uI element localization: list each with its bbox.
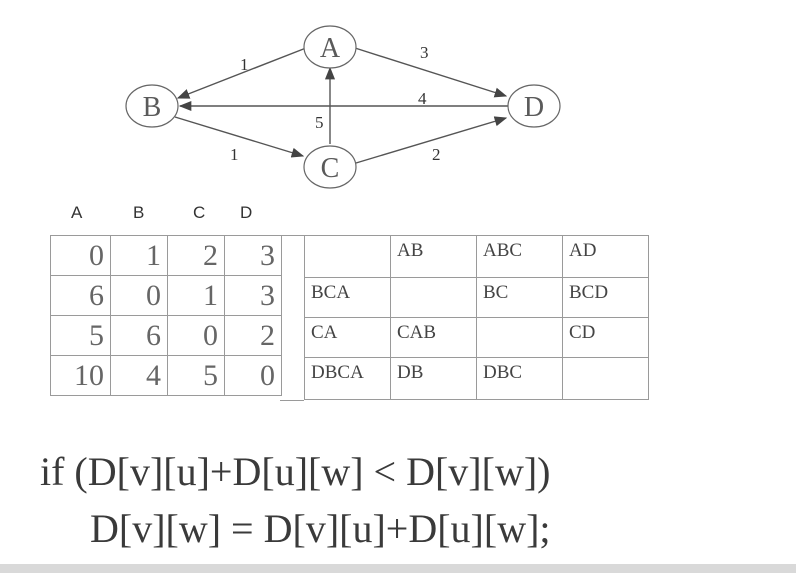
- path-cell: BC: [476, 277, 563, 318]
- column-header-b: B: [133, 203, 145, 222]
- table-row: AB ABC AD: [304, 235, 649, 278]
- distance-matrix: 0 1 2 3 6 0 1 3 5 6 0 2 10 4 5 0: [50, 235, 282, 396]
- distance-column-headers: A B C D: [60, 203, 300, 227]
- column-header-a: A: [71, 203, 83, 222]
- node-c: C: [303, 145, 357, 189]
- edge-weight-a-b: 1: [240, 55, 249, 74]
- distance-cell: 1: [110, 235, 168, 276]
- edge-weight-c-d: 2: [432, 145, 441, 164]
- edge-weight-a-d: 3: [420, 43, 429, 62]
- edge-b-c: [174, 116, 305, 158]
- distance-cell: 10: [50, 355, 111, 396]
- path-cell: CA: [304, 317, 391, 358]
- path-cell: AB: [390, 235, 477, 278]
- distance-cell: 3: [224, 235, 282, 276]
- table-row: 5 6 0 2: [50, 315, 282, 356]
- distance-cell: 4: [110, 355, 168, 396]
- edge-a-d: [354, 47, 508, 98]
- column-header-c: C: [193, 203, 206, 222]
- table-row: DBCA DB DBC: [304, 357, 649, 400]
- edge-c-d: [355, 116, 508, 164]
- table-row: 0 1 2 3: [50, 235, 282, 276]
- distance-cell: 2: [167, 235, 225, 276]
- distance-cell: 1: [167, 275, 225, 316]
- table-row: 6 0 1 3: [50, 275, 282, 316]
- distance-cell: 6: [110, 315, 168, 356]
- bottom-bar: [0, 564, 796, 573]
- distance-cell: 0: [110, 275, 168, 316]
- path-cell: BCA: [304, 277, 391, 318]
- distance-cell: 5: [167, 355, 225, 396]
- distance-cell: 6: [50, 275, 111, 316]
- distance-cell: 3: [224, 275, 282, 316]
- distance-cell: 5: [50, 315, 111, 356]
- path-cell: [304, 235, 391, 278]
- column-header-d: D: [240, 203, 253, 222]
- path-cell: AD: [562, 235, 649, 278]
- path-cell: DB: [390, 357, 477, 400]
- node-a: A: [303, 25, 357, 69]
- path-matrix: AB ABC AD BCA BC BCD CA CAB CD DBCA DB D…: [304, 235, 649, 400]
- svg-text:C: C: [321, 153, 340, 184]
- edge-weight-b-c: 1: [230, 145, 239, 164]
- table-row: BCA BC BCD: [304, 277, 649, 318]
- code-line-update: D[v][w] = D[v][u]+D[u][w];: [90, 506, 551, 551]
- edge-weight-d-b: 4: [418, 89, 427, 108]
- path-cell: DBC: [476, 357, 563, 400]
- path-cell: [390, 277, 477, 318]
- node-b: B: [125, 84, 179, 128]
- distance-cell: 0: [167, 315, 225, 356]
- table-separator: [280, 235, 304, 401]
- svg-text:A: A: [320, 33, 341, 64]
- edge-a-b: [176, 47, 307, 99]
- svg-text:B: B: [143, 92, 162, 123]
- path-cell: CD: [562, 317, 649, 358]
- table-row: CA CAB CD: [304, 317, 649, 358]
- path-cell: DBCA: [304, 357, 391, 400]
- table-row: 10 4 5 0: [50, 355, 282, 396]
- graph-diagram: 1 3 4 5 1 2 A B C D: [125, 25, 561, 189]
- path-cell: [476, 317, 563, 358]
- path-cell: ABC: [476, 235, 563, 278]
- distance-cell: 0: [50, 235, 111, 276]
- distance-cell: 2: [224, 315, 282, 356]
- path-cell: [562, 357, 649, 400]
- path-cell: CAB: [390, 317, 477, 358]
- distance-cell: 0: [224, 355, 282, 396]
- edge-weight-c-a: 5: [315, 113, 324, 132]
- path-cell: BCD: [562, 277, 649, 318]
- node-d: D: [507, 84, 561, 128]
- code-line-condition: if (D[v][u]+D[u][w] < D[v][w]): [40, 449, 551, 494]
- svg-text:D: D: [524, 92, 544, 123]
